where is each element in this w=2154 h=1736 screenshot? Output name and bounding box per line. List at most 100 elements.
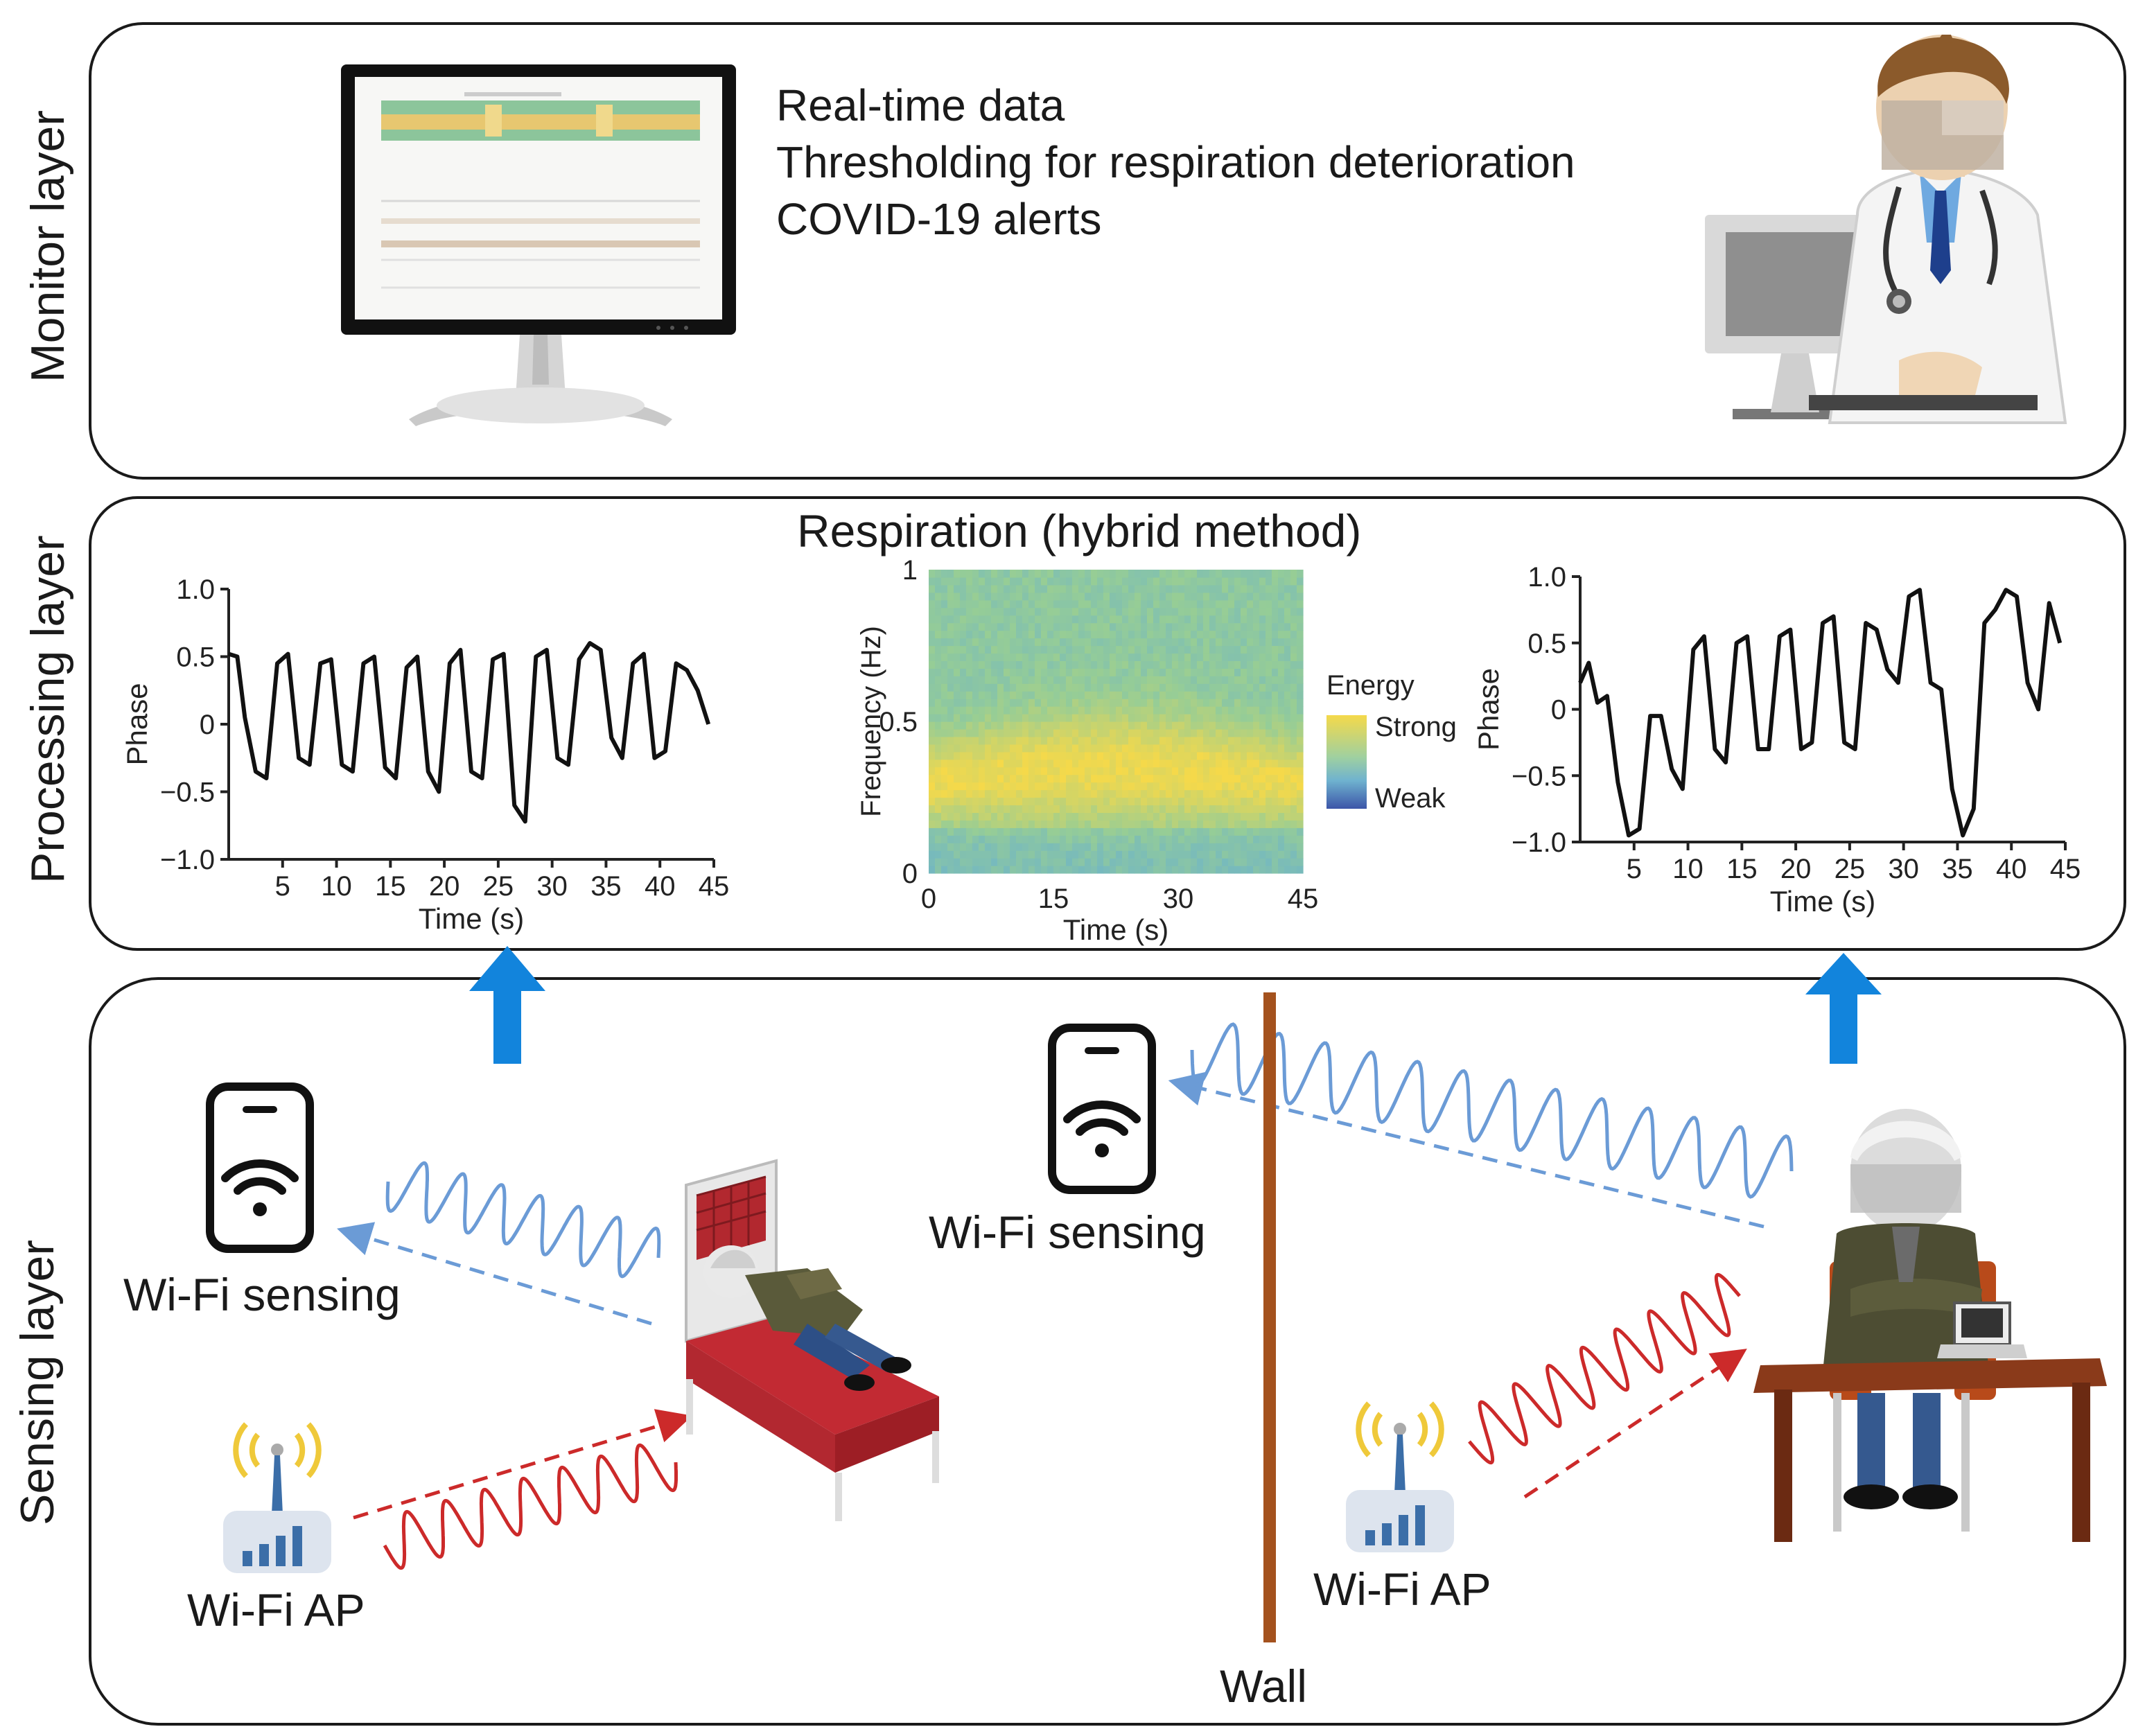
heatmap-cell (935, 570, 942, 578)
heatmap-cell (1060, 592, 1067, 601)
heatmap-cell (966, 751, 973, 760)
heatmap-cell (1166, 599, 1173, 608)
heatmap-cell (1147, 683, 1154, 692)
heatmap-cell (1247, 653, 1254, 661)
heatmap-cell (1159, 774, 1166, 783)
heatmap-cell (1066, 630, 1073, 639)
heatmap-cell (1191, 843, 1198, 851)
heatmap-cell (1122, 714, 1129, 722)
heatmap-cell (997, 850, 1004, 859)
heatmap-cell (1141, 622, 1148, 631)
heatmap-cell (1197, 615, 1204, 624)
heatmap-cell (1259, 630, 1266, 639)
heatmap-cell (1278, 744, 1285, 753)
heatmap-cell (1135, 599, 1141, 608)
heatmap-cell (1209, 744, 1216, 753)
heatmap-cell (985, 835, 992, 843)
heatmap-cell (1110, 789, 1117, 798)
heatmap-cell (1097, 843, 1104, 851)
heatmap-cell (1259, 751, 1266, 760)
heatmap-cell (1203, 850, 1210, 859)
heatmap-cell (1297, 668, 1304, 676)
heatmap-cell (1159, 858, 1166, 866)
heatmap-cell (1004, 714, 1010, 722)
heatmap-cell (947, 577, 954, 586)
heatmap-cell (1284, 835, 1291, 843)
heatmap-cell (979, 820, 986, 828)
heatmap-cell (1209, 592, 1216, 601)
heatmap-cell (1228, 797, 1235, 806)
heatmap-cell (1085, 766, 1092, 775)
heatmap-cell (1041, 638, 1048, 647)
heatmap-cell (1191, 766, 1198, 775)
heatmap-cell (1234, 630, 1241, 639)
heatmap-cell (935, 812, 942, 821)
heatmap-cell (1085, 592, 1092, 601)
heatmap-cell (1253, 835, 1260, 843)
heatmap-cell (1297, 850, 1304, 859)
heatmap-cell (1284, 668, 1291, 676)
heatmap-cell (1272, 570, 1279, 578)
heatmap-cell (1097, 668, 1104, 676)
heatmap-cell (1066, 599, 1073, 608)
heatmap-cell (1209, 789, 1216, 798)
heatmap-cell (1284, 721, 1291, 730)
heatmap-cell (1234, 599, 1241, 608)
heatmap-cell (1078, 570, 1085, 578)
heatmap-cell (1284, 691, 1291, 699)
heatmap-cell (1253, 653, 1260, 661)
heatmap-cell (1022, 820, 1029, 828)
heatmap-cell (960, 645, 967, 654)
heatmap-cell (1297, 714, 1304, 722)
heatmap-cell (1022, 827, 1029, 836)
heatmap-cell (1053, 759, 1060, 768)
heatmap-cell (1010, 850, 1017, 859)
heatmap-cell (1103, 721, 1110, 730)
heatmap-cell (1041, 789, 1048, 798)
heatmap-cell (979, 759, 986, 768)
heatmap-cell (1253, 843, 1260, 851)
heatmap-cell (1016, 691, 1023, 699)
heatmap-cell (1159, 766, 1166, 775)
heatmap-cell (1203, 843, 1210, 851)
heatmap-cell (966, 736, 973, 745)
heatmap-cell (1197, 645, 1204, 654)
heatmap-cell (1228, 660, 1235, 669)
x-tick-label: 30 (536, 871, 568, 902)
heatmap-cell (1197, 820, 1204, 828)
heatmap-cell (972, 858, 979, 866)
heatmap-cell (1153, 759, 1160, 768)
heatmap-cell (972, 714, 979, 722)
heatmap-cell (1166, 645, 1173, 654)
heatmap-cell (1216, 751, 1223, 760)
heatmap-cell (960, 615, 967, 624)
heatmap-cell (1047, 622, 1054, 631)
heatmap-cell (929, 850, 936, 859)
heatmap-cell (1078, 714, 1085, 722)
heatmap-cell (991, 774, 998, 783)
heatmap-cell (1184, 820, 1191, 828)
heatmap-cell (1153, 615, 1160, 624)
heatmap-cell (1253, 630, 1260, 639)
heatmap-cell (985, 676, 992, 684)
heatmap-cell (991, 843, 998, 851)
heatmap-cell (1047, 774, 1054, 783)
heatmap-cell (1135, 607, 1141, 616)
heatmap-cell (979, 630, 986, 639)
heatmap-cell (1228, 592, 1235, 601)
heatmap-cell (1041, 699, 1048, 707)
heatmap-cell (1297, 827, 1304, 836)
heatmap-cell (1110, 812, 1117, 821)
heatmap-cell (1110, 843, 1117, 851)
heatmap-cell (1241, 584, 1247, 593)
heatmap-cell (1072, 835, 1079, 843)
heatmap-cell (1141, 676, 1148, 684)
heatmap-cell (1247, 592, 1254, 601)
heatmap-cell (1016, 858, 1023, 866)
heatmap-cell (1028, 866, 1035, 874)
heatmap-cell (1122, 805, 1129, 813)
heatmap-cell (929, 653, 936, 661)
heatmap-cell (1209, 691, 1216, 699)
heatmap-cell (1060, 728, 1067, 737)
heatmap-cell (1216, 660, 1223, 669)
